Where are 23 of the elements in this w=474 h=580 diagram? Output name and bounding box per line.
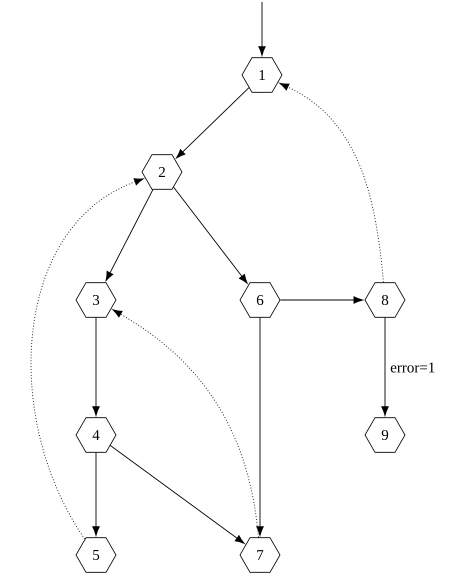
hexagon-node: 3 bbox=[76, 282, 116, 318]
edge-label: error=1 bbox=[390, 362, 434, 373]
arrow bbox=[176, 87, 250, 158]
arrow bbox=[258, 2, 266, 56]
arrow bbox=[30, 178, 144, 540]
arrow bbox=[256, 317, 264, 536]
arrow bbox=[280, 296, 364, 304]
arrow bbox=[381, 317, 389, 416]
hexagon-node: 6 bbox=[240, 282, 280, 318]
hexagon-node: 8 bbox=[364, 282, 406, 318]
arrow bbox=[112, 309, 259, 538]
hexagon-node: 2 bbox=[142, 154, 182, 190]
arrow bbox=[92, 317, 100, 416]
arrow bbox=[106, 189, 154, 282]
hexagon-node: 1 bbox=[242, 57, 282, 93]
arrow bbox=[173, 186, 248, 284]
arrow bbox=[279, 82, 384, 283]
arrow bbox=[110, 445, 245, 544]
arrow bbox=[92, 452, 100, 536]
hexagon-node: 5 bbox=[76, 537, 116, 573]
hexagon-node: 4 bbox=[76, 417, 116, 453]
hexagon-node: 9 bbox=[364, 417, 406, 453]
hexagon-node: 7 bbox=[240, 537, 280, 573]
